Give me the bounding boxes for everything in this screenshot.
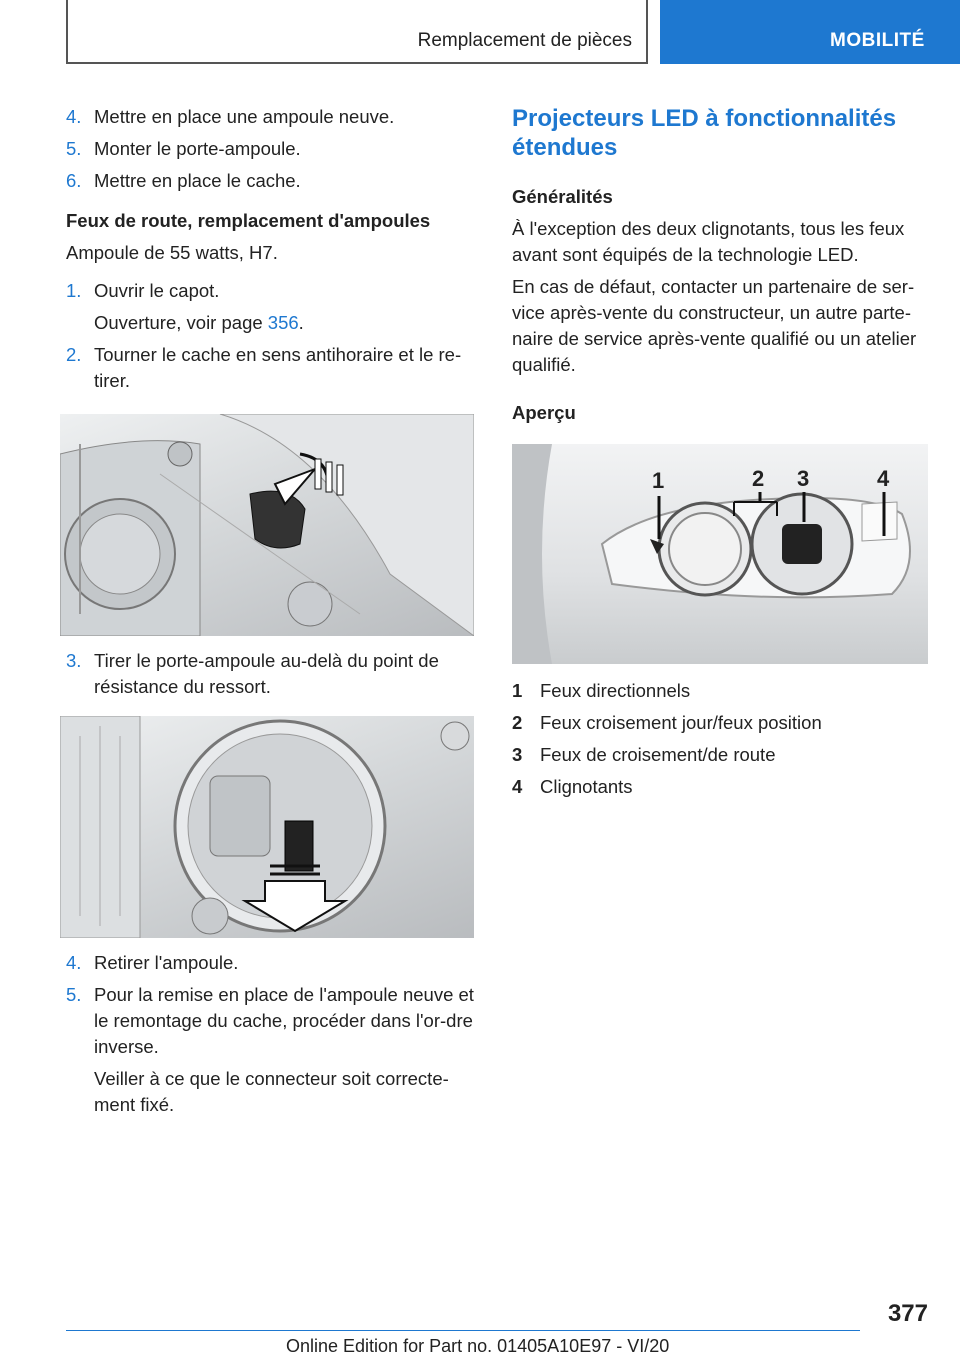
step-5-note: Veiller à ce que le connecteur soit corr… [94,1068,449,1115]
step-4-replace: 4. Mettre en place une ampoule neuve. [66,106,395,127]
step-5-reassemble: 5. Pour la remise en place de l'ampoule … [66,984,474,1057]
legend-item-4: 4 Clignotants [512,776,633,797]
page-number: 377 [887,1300,928,1327]
figure-cover-removal-drawing [60,414,474,636]
step-2-turn-cover: 2. Tourner le cache en sens antihoraire … [66,344,462,391]
general-paragraph-2: En cas de défaut, contacter un partenair… [512,276,917,375]
figure-bulb-holder-drawing [60,716,470,938]
header-section-box: Remplacement de pièces [66,0,648,64]
footer-divider [66,1330,860,1331]
right-column: Projecteurs LED à fonctionnalités étendu… [512,104,930,806]
step-6-replace: 6. Mettre en place le cache. [66,170,301,191]
chapter-tab[interactable]: MOBILITÉ [660,0,960,64]
callout-4: 4 [877,466,890,491]
step-1-open-hood: 1. Ouvrir le capot. [66,280,220,301]
section-title: Remplacement de pièces [417,30,632,51]
figure-cover-removal [60,414,474,636]
callout-1: 1 [652,468,665,493]
figure-bulb-holder [60,716,474,938]
high-beam-heading: Feux de route, remplacement d'ampoules [66,210,431,231]
step-1-note: Ouverture, voir page 356. [94,312,304,333]
bulb-spec: Ampoule de 55 watts, H7. [66,242,278,263]
callout-2: 2 [752,466,765,491]
general-heading: Généralités [512,186,613,207]
legend-item-2: 2 Feux croisement jour/feux position [512,712,822,733]
left-column: 4. Mettre en place une ampoule neuve. 5.… [60,104,476,1124]
legend-item-3: 3 Feux de croisement/de route [512,744,776,765]
general-paragraph-1: À l'exception des deux clignotants, tous… [512,218,905,265]
section-heading-led: Projecteurs LED à fonctionnalités étendu… [512,105,897,161]
step-4-remove-bulb: 4. Retirer l'ampoule. [66,952,239,973]
edition-footer: Online Edition for Part no. 01405A10E97 … [286,1336,670,1356]
callout-3: 3 [797,466,810,491]
chapter-tab-label: MOBILITÉ [830,30,925,51]
step-3-pull-holder: 3. Tirer le porte-ampoule au-delà du poi… [66,650,439,697]
step-5-replace: 5. Monter le porte-ampoule. [66,138,301,159]
figure-headlight-overview: 1 2 3 4 [512,444,928,664]
figure-headlight-drawing [512,444,911,664]
page-link[interactable]: 356 [267,312,299,333]
legend-item-1: 1 Feux directionnels [512,680,691,701]
overview-heading: Aperçu [512,402,576,423]
